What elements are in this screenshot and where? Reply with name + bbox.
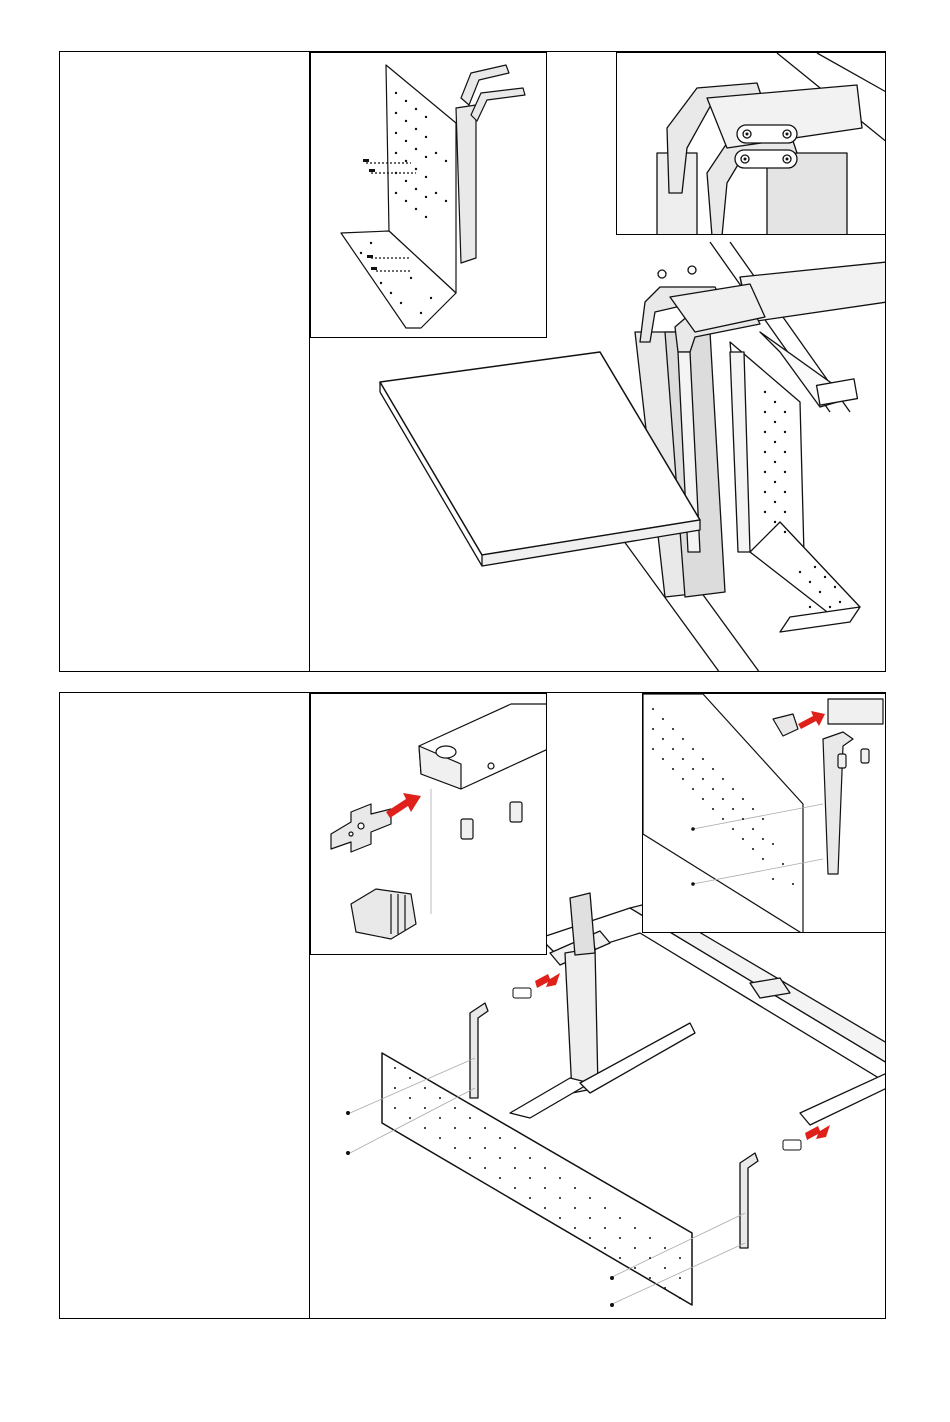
cross-connector-plate-icon: [311, 694, 547, 955]
step-2-panel: [59, 692, 886, 1319]
step-1-panel: [59, 51, 886, 672]
step-1-text-column: [60, 52, 310, 671]
step-2-illustration: [310, 693, 885, 1318]
step-1-illustration: [310, 52, 885, 671]
step-1-inset-bracket-detail: [616, 52, 885, 235]
step-2-text-column: [60, 693, 310, 1318]
step-1-inset-panel-bracket: [310, 52, 547, 338]
perforated-modesty-panel-icon: [643, 694, 885, 933]
step-2-inset-panel-bracket: [642, 693, 885, 933]
red-insert-arrow-icon: [798, 711, 825, 729]
perforated-bracket-panel-icon: [311, 53, 547, 338]
bracket-detail-icon: [617, 53, 885, 235]
step-2-inset-connector: [310, 693, 547, 955]
red-insert-arrow-icon: [386, 793, 421, 818]
